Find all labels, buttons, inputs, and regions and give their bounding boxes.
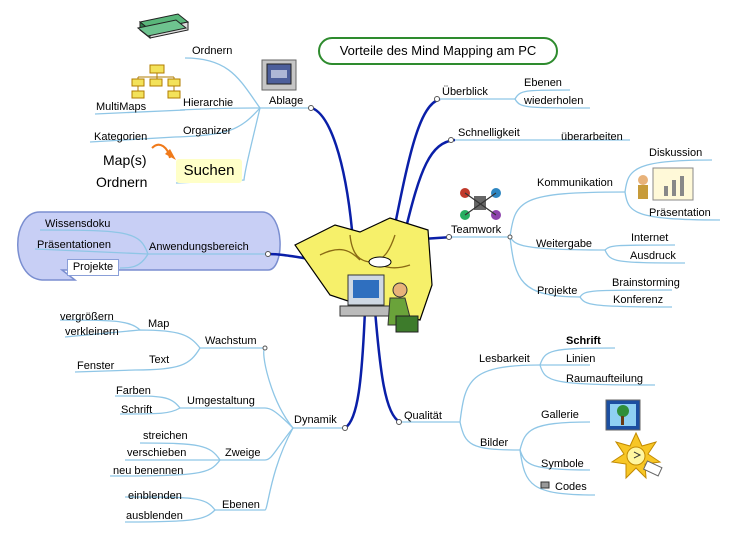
- fenster-label: Fenster: [77, 360, 115, 372]
- raumaufteilung-label: Raumaufteilung: [566, 373, 644, 385]
- neu-benennen-label: neu benennen: [113, 465, 184, 477]
- team-network-icon: [460, 188, 501, 220]
- ueberarbeiten-label: überarbeiten: [561, 131, 623, 143]
- organizer-label: Organizer: [183, 125, 232, 137]
- schrift-label: Schrift: [566, 335, 601, 347]
- maps-label: Map(s): [103, 152, 147, 168]
- bilder-label: Bilder: [480, 437, 509, 449]
- weitergabe-label: Weitergabe: [536, 238, 593, 250]
- branch-dynamik: [344, 309, 367, 430]
- org-chart-icon: [131, 64, 181, 99]
- branch-ueberblick: [393, 97, 441, 226]
- internet-label: Internet: [631, 232, 669, 244]
- konferenz-label: Konferenz: [613, 294, 664, 306]
- map-label: Map: [148, 318, 170, 330]
- verkleinern-label: verkleinern: [65, 326, 119, 338]
- codes-label: Codes: [555, 481, 587, 493]
- brainstorming-label: Brainstorming: [612, 277, 680, 289]
- ebenen-ueberblick-label: Ebenen: [524, 77, 562, 89]
- streichen-label: streichen: [143, 430, 188, 442]
- ablage-twigs: [89, 57, 310, 184]
- books-icon: [136, 13, 190, 40]
- center-illustration: [294, 217, 433, 333]
- ablage-label: Ablage: [269, 95, 304, 107]
- branch-ablage: [311, 106, 354, 231]
- gallerie-label: Gallerie: [541, 409, 579, 421]
- right-twigs: [400, 89, 721, 496]
- praesentationen-label: Präsentationen: [37, 239, 111, 251]
- vergroessern-label: vergrößern: [60, 311, 114, 323]
- suchen-label: Suchen: [176, 159, 242, 183]
- search-arrow-icon: [151, 143, 171, 159]
- tree-picture-icon: [605, 399, 641, 431]
- branch-schnelligkeit: [403, 138, 456, 233]
- schrift-umgestaltung-label: Schrift: [121, 404, 153, 416]
- dynamik-label: Dynamik: [294, 414, 337, 426]
- schnelligkeit-label: Schnelligkeit: [458, 127, 520, 139]
- connector-dots: [262, 96, 513, 431]
- projekte-label: Projekte: [537, 285, 578, 297]
- umgestaltung-label: Umgestaltung: [187, 395, 255, 407]
- kommunikation-label: Kommunikation: [537, 177, 613, 189]
- multimaps-label: MultiMaps: [96, 101, 147, 113]
- farben-label: Farben: [116, 385, 151, 397]
- qualitaet-label: Qualität: [404, 410, 442, 422]
- teamwork-label: Teamwork: [451, 224, 502, 236]
- main-branches: [267, 97, 456, 430]
- linien-label: Linien: [566, 353, 596, 365]
- projekte-anwendung-label: Projekte: [67, 259, 119, 276]
- hierarchie-label: Hierarchie: [183, 97, 234, 109]
- symbole-label: Symbole: [541, 458, 584, 470]
- anwendungsbereich-twigs: [34, 229, 268, 269]
- ordnern-label: Ordnern: [192, 45, 233, 57]
- branch-qualitaet: [373, 309, 401, 424]
- ordnern-bold-label: Ordnern: [96, 174, 148, 190]
- praesentation-label: Präsentation: [649, 207, 711, 219]
- filing-cabinet-icon: [261, 59, 297, 91]
- dynamik-twigs: [59, 319, 345, 523]
- ueberblick-label: Überblick: [442, 86, 488, 98]
- zweige-label: Zweige: [225, 447, 261, 459]
- text-label: Text: [149, 354, 170, 366]
- einblenden-label: einblenden: [128, 490, 182, 502]
- diskussion-label: Diskussion: [649, 147, 703, 159]
- wissensdoku-label: Wissensdoku: [45, 218, 111, 230]
- codes-icon: [540, 481, 550, 489]
- idea-bulb-icon: [610, 431, 663, 480]
- verschieben-label: verschieben: [127, 447, 187, 459]
- wachstum-label: Wachstum: [205, 335, 257, 347]
- kategorien-label: Kategorien: [94, 131, 148, 143]
- wiederholen-label: wiederholen: [524, 95, 584, 107]
- lesbarkeit-label: Lesbarkeit: [479, 353, 530, 365]
- anwendungsbereich-label: Anwendungsbereich: [149, 241, 249, 253]
- ausblenden-label: ausblenden: [126, 510, 183, 522]
- ausdruck-label: Ausdruck: [630, 250, 676, 262]
- map-title: Vorteile des Mind Mapping am PC: [318, 37, 558, 65]
- ebenen-dynamik-label: Ebenen: [222, 499, 260, 511]
- presenter-icon: [638, 167, 694, 201]
